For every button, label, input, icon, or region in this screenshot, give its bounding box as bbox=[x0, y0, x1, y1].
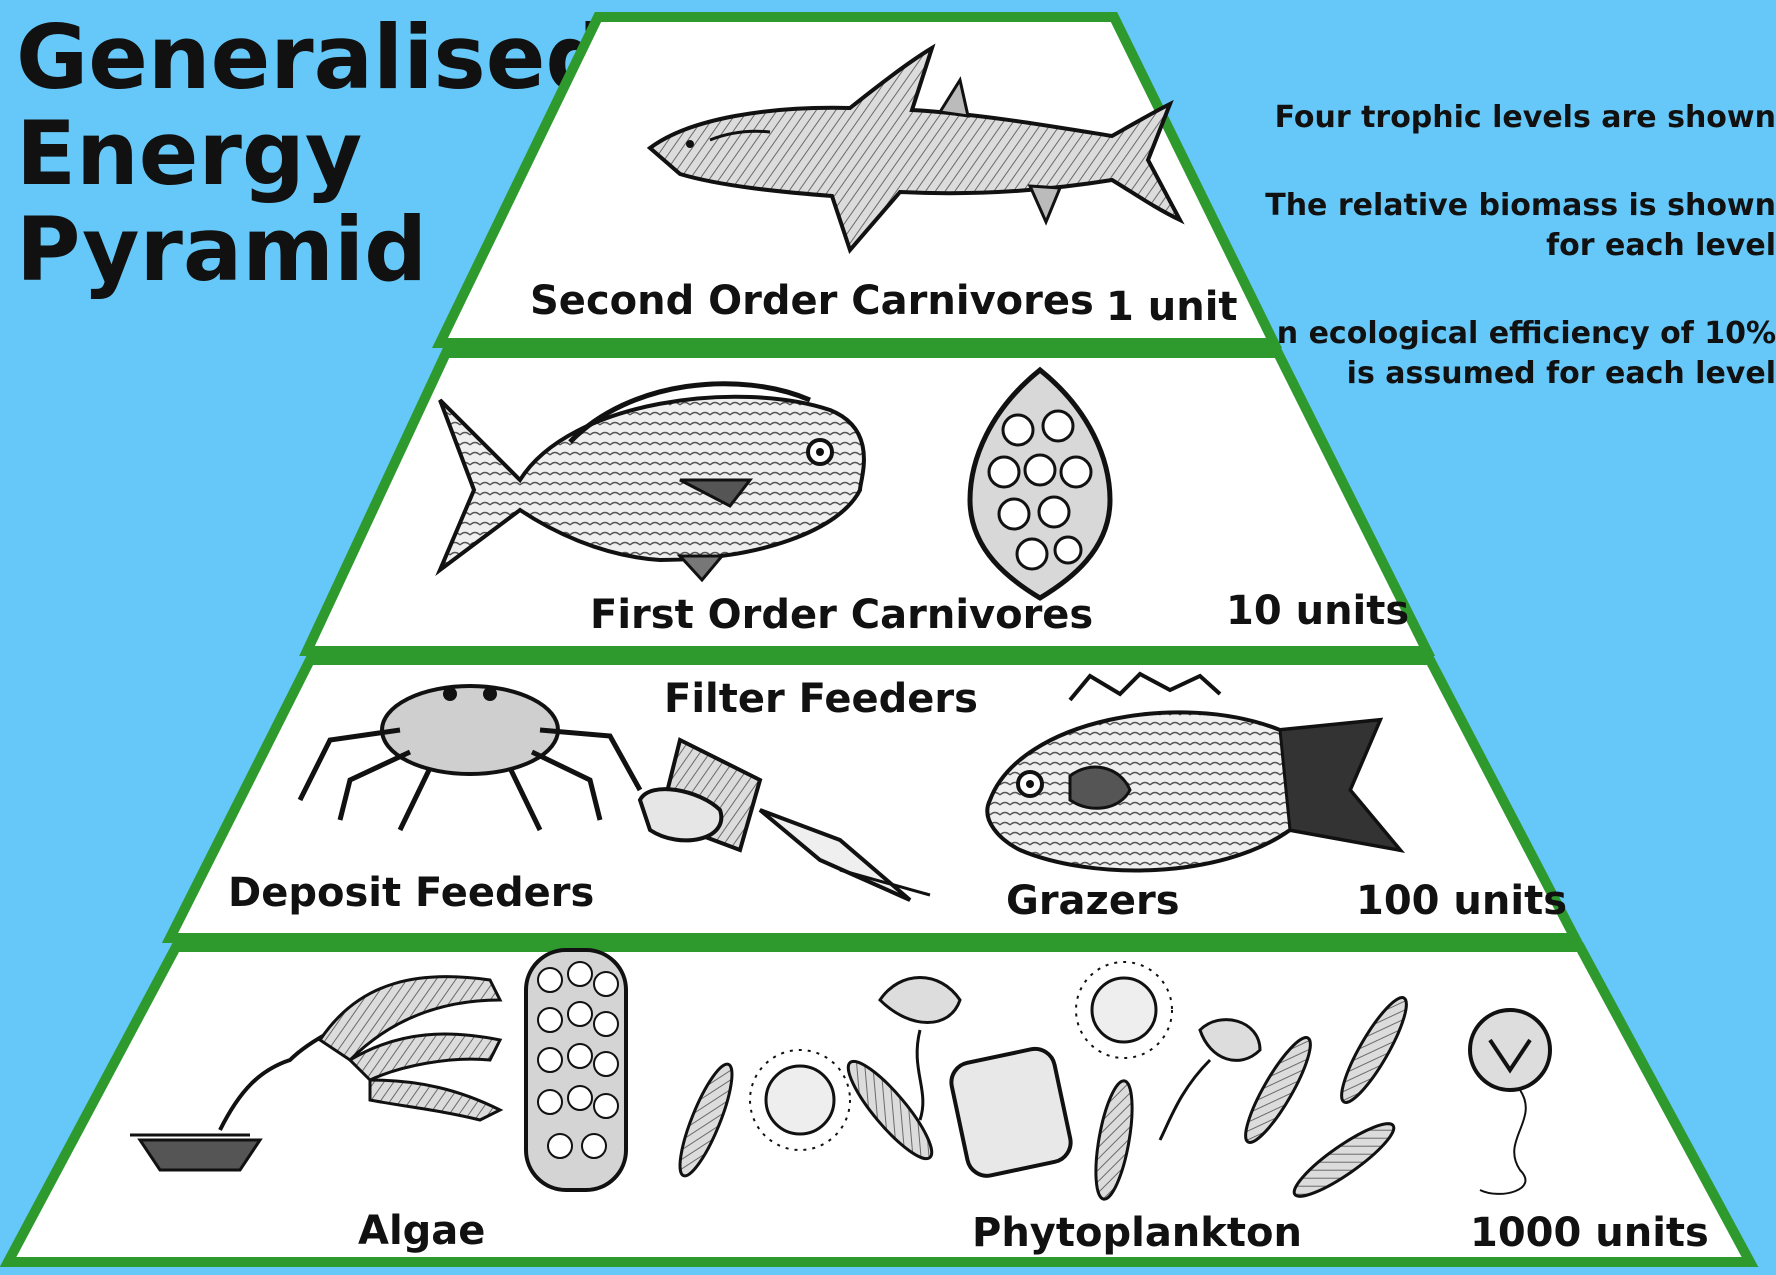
algae-label: Algae bbox=[358, 1208, 485, 1254]
tier-second-order-carnivores: Second Order Carnivores 1 unit bbox=[440, 17, 1274, 343]
tier-first-order-carnivores: First Order Carnivores 10 units bbox=[307, 353, 1427, 651]
phytoplankton-label: Phytoplankton bbox=[972, 1210, 1302, 1256]
tier-1-biomass-label: 1 unit bbox=[1106, 284, 1238, 330]
kelp-cluster-illustration bbox=[526, 950, 626, 1190]
tier-4-biomass-label: 1000 units bbox=[1470, 1210, 1709, 1256]
tier-2-biomass-label: 10 units bbox=[1226, 588, 1409, 634]
tier-primary-consumers: Filter Feeders Deposit Feeders Grazers 1… bbox=[170, 660, 1575, 938]
tier-2-name-label: First Order Carnivores bbox=[590, 592, 1093, 638]
tier-producers: Algae Phytoplankton 1000 units bbox=[8, 947, 1750, 1262]
deposit-feeders-label: Deposit Feeders bbox=[228, 870, 594, 916]
filter-feeders-label: Filter Feeders bbox=[664, 676, 978, 722]
tier-1-name-label: Second Order Carnivores bbox=[530, 278, 1094, 324]
grazers-label: Grazers bbox=[1006, 878, 1180, 924]
tier-3-biomass-label: 100 units bbox=[1356, 878, 1567, 924]
